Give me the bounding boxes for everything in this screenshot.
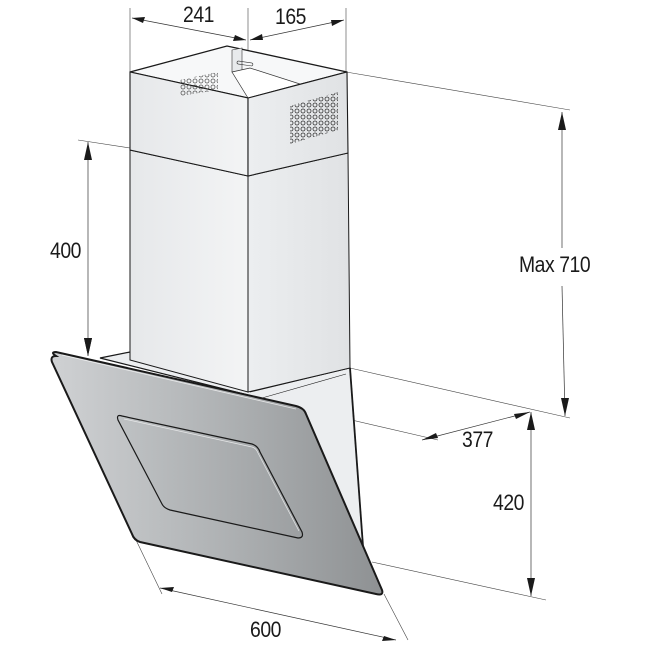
dim-label-max-height: Max 710 — [519, 252, 591, 277]
vent-perforations — [290, 92, 338, 144]
extension-lines — [77, 8, 571, 641]
dim-label-hood-depth: 377 — [462, 427, 493, 452]
glass-panel — [50, 350, 384, 596]
upper-chimney — [129, 45, 349, 177]
lower-chimney — [129, 149, 351, 393]
dim-label-hood-height: 420 — [493, 490, 524, 515]
arrow-400-bottom — [84, 338, 92, 356]
dimension-lines — [84, 17, 569, 641]
dim-label-lower-chimney-height: 400 — [50, 238, 81, 263]
dim-label-chimney-depth: 165 — [275, 4, 306, 29]
dim-label-hood-width: 600 — [250, 617, 281, 642]
dim-label-chimney-width: 241 — [183, 2, 214, 27]
vent-perforations-inner — [180, 72, 218, 96]
